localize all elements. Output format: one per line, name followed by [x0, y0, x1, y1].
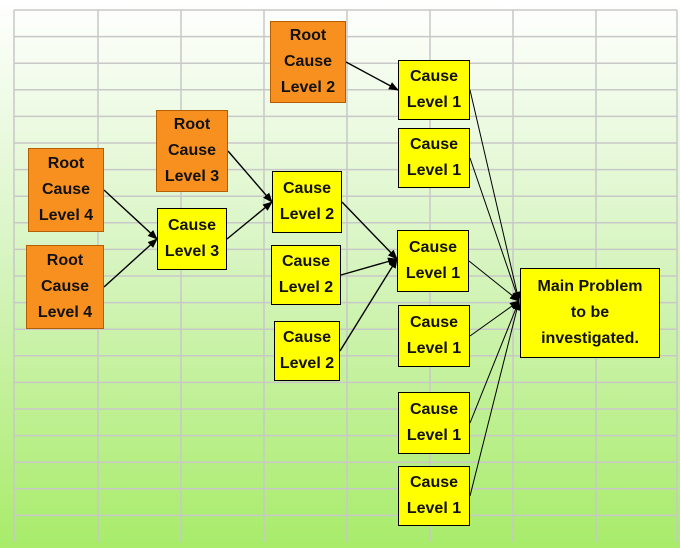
- connector-arrow-root2-to-cause1a: [345, 61, 399, 91]
- node-label-line: Cause: [281, 253, 331, 270]
- node-label-line: Root: [47, 155, 85, 172]
- node-label-line: Cause: [409, 136, 459, 153]
- node-label-line: Level 1: [406, 500, 462, 517]
- connector-arrow-cause2c-to-cause1c: [339, 258, 398, 352]
- node-label-line: Root: [289, 27, 327, 44]
- node-label-line: Cause: [409, 314, 459, 331]
- connector-arrow-cause3-to-cause2a: [226, 201, 273, 240]
- node-label-line: Cause: [409, 68, 459, 85]
- node-label-line: Cause: [283, 53, 333, 70]
- node-label-line: Level 2: [278, 279, 334, 296]
- node-label-line: Cause: [41, 181, 91, 198]
- node-label-line: Level 3: [164, 243, 220, 260]
- node-label-line: Level 4: [38, 207, 94, 224]
- connector-arrow-root3-to-cause2a: [227, 150, 273, 203]
- node-label-line: Main Problem: [537, 278, 643, 295]
- connector-arrow-cause1d-to-main: [469, 300, 520, 337]
- connector-arrow-root4b-to-cause3: [103, 238, 158, 288]
- node-label-line: Level 1: [406, 162, 462, 179]
- node-label-line: Cause: [40, 278, 90, 295]
- node-label-line: Level 1: [406, 427, 462, 444]
- node-label-line: to be: [570, 304, 610, 321]
- node-label-line: Level 4: [37, 304, 93, 321]
- node-label-line: Cause: [408, 239, 458, 256]
- connector-arrow-cause1e-to-main: [469, 300, 520, 424]
- connector-arrow-cause1c-to-main: [468, 260, 520, 302]
- node-label-line: Level 1: [406, 340, 462, 357]
- connector-arrow-root4a-to-cause3: [103, 189, 158, 240]
- node-label-line: Level 1: [405, 265, 461, 282]
- connector-arrow-cause1b-to-main: [469, 157, 520, 302]
- main-problem-box-main: Main Problem to be investigated.: [520, 268, 660, 358]
- node-label-line: Cause: [167, 217, 217, 234]
- node-label-line: Root: [173, 116, 211, 133]
- connector-arrow-cause1a-to-main: [469, 89, 521, 302]
- node-label-line: Root: [46, 252, 84, 269]
- connector-arrow-cause2a-to-cause1c: [341, 201, 398, 260]
- node-label-line: Cause: [167, 142, 217, 159]
- node-label-line: Level 2: [279, 206, 335, 223]
- node-label-line: Cause: [409, 401, 459, 418]
- node-label-line: Cause: [282, 329, 332, 346]
- node-label-line: investigated.: [541, 330, 639, 347]
- connector-arrow-cause1f-to-main: [469, 300, 521, 497]
- node-label-line: Level 3: [164, 168, 220, 185]
- node-label-line: Cause: [282, 180, 332, 197]
- node-label-line: Level 2: [279, 355, 335, 372]
- connector-arrow-cause2b-to-cause1c: [340, 257, 398, 276]
- node-label-line: Level 1: [406, 94, 462, 111]
- node-label-line: Level 2: [280, 79, 336, 96]
- node-label-line: Cause: [409, 474, 459, 491]
